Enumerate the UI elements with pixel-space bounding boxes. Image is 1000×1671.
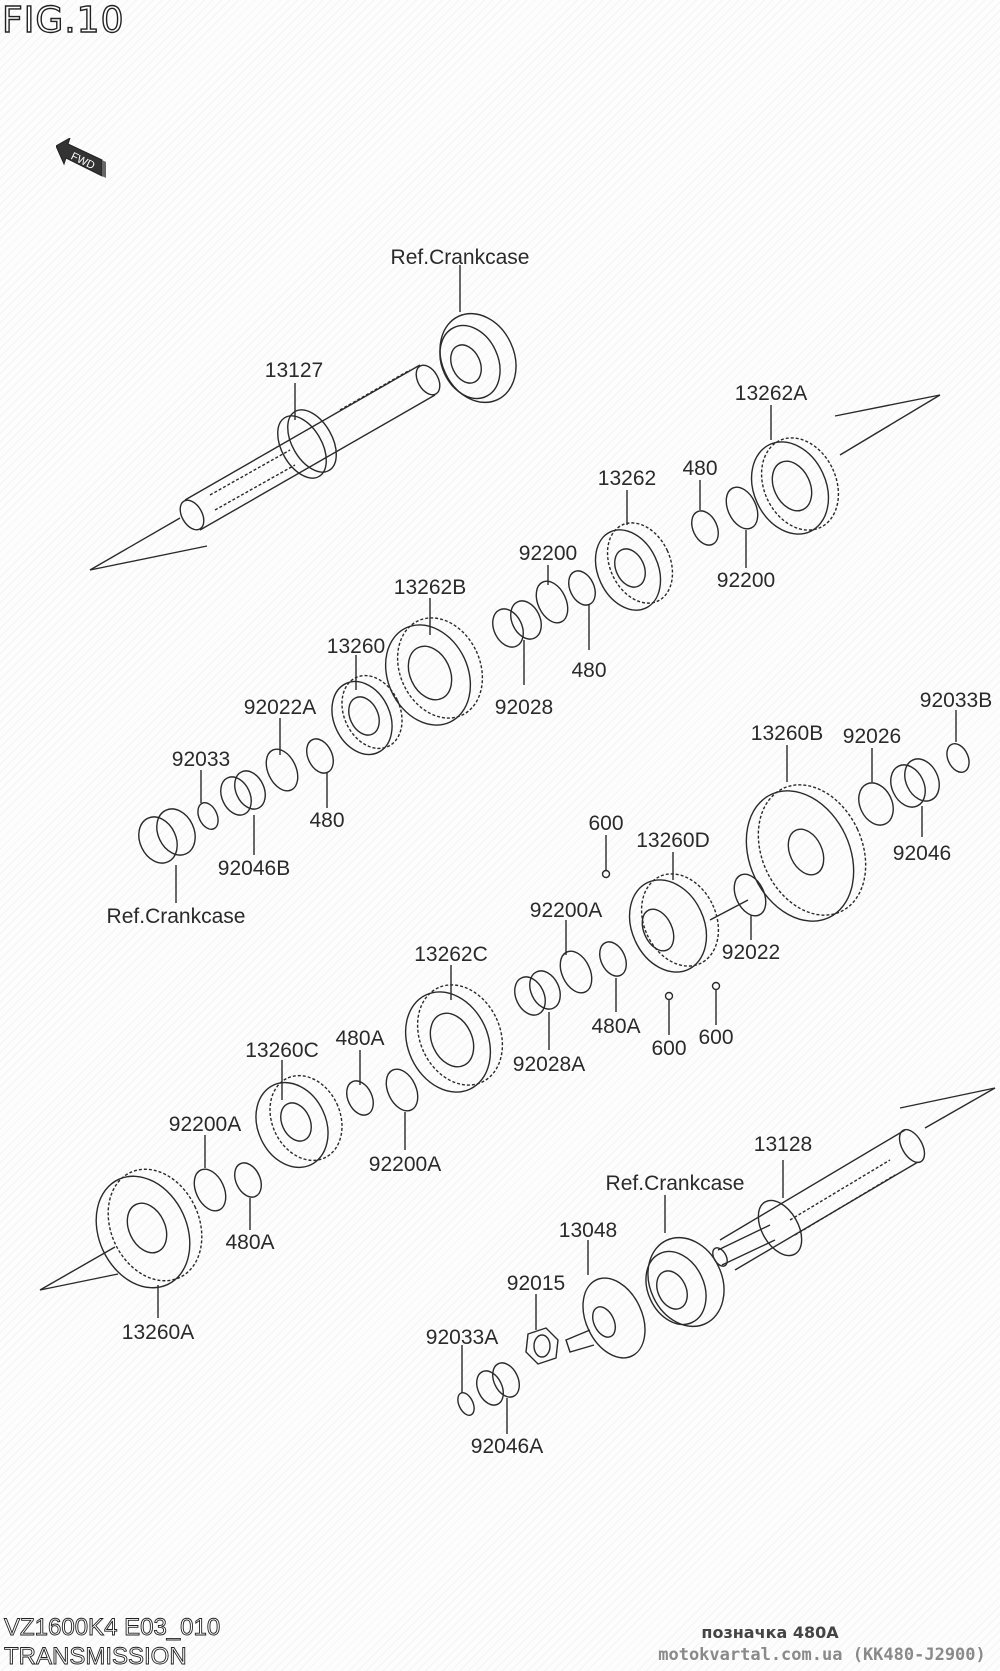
gear-13262A[interactable] [737, 425, 853, 546]
ball-600-top[interactable] [601, 869, 611, 879]
part-label-ref-crankcase-mid[interactable]: Ref.Crankcase [106, 905, 246, 928]
circlip-92033[interactable] [194, 800, 222, 833]
washer-92200-upper[interactable] [720, 482, 764, 534]
part-label-ref-crankcase-top[interactable]: Ref.Crankcase [390, 246, 530, 269]
part-label-92046A[interactable]: 92046A [470, 1435, 544, 1458]
circlip-92033A[interactable] [455, 1390, 478, 1418]
part-label-92200A-b[interactable]: 92200A [368, 1153, 442, 1176]
nut-92015[interactable] [525, 1327, 559, 1365]
needle-bearing-92046[interactable] [884, 753, 946, 812]
part-label-92200-right[interactable]: 92200 [716, 569, 776, 592]
model-code: VZ1600K4 E03_010 [4, 1614, 221, 1642]
circlip-480A-mid[interactable] [342, 1077, 379, 1120]
part-label-13127[interactable]: 13127 [264, 359, 324, 382]
part-label-13260B[interactable]: 13260B [750, 722, 824, 745]
needle-bearing-92028A[interactable] [509, 966, 566, 1020]
circlip-480A-upper[interactable] [595, 938, 632, 981]
part-label-92022[interactable]: 92022 [721, 941, 781, 964]
part-label-92028[interactable]: 92028 [494, 696, 554, 719]
part-label-92046[interactable]: 92046 [892, 842, 952, 865]
bearing-ref-crankcase-bottom[interactable] [634, 1225, 738, 1339]
gear-13260A[interactable] [79, 1154, 220, 1303]
part-label-92026[interactable]: 92026 [842, 725, 902, 748]
part-label-480-a[interactable]: 480 [682, 457, 718, 480]
part-label-480A-b[interactable]: 480A [335, 1027, 385, 1050]
washer-92200A-lower[interactable] [188, 1164, 232, 1216]
washer-92022[interactable] [728, 869, 772, 921]
ball-600-right[interactable] [711, 981, 721, 991]
part-label-600-c[interactable]: 600 [698, 1026, 734, 1049]
part-label-92200A-a[interactable]: 92200A [529, 899, 603, 922]
part-label-13260D[interactable]: 13260D [636, 829, 710, 852]
gear-13260C[interactable] [243, 1064, 356, 1179]
gear-13262[interactable] [583, 512, 685, 620]
part-label-480A-c[interactable]: 480A [225, 1231, 275, 1254]
part-label-ref-crankcase-bottom[interactable]: Ref.Crankcase [605, 1172, 745, 1195]
gear-13260D[interactable] [615, 861, 733, 984]
part-label-92033B[interactable]: 92033B [919, 689, 993, 712]
washer-92200A-upper[interactable] [554, 946, 598, 998]
circlip-480-upper[interactable] [687, 507, 724, 550]
output-shaft-13128[interactable] [710, 1125, 930, 1271]
watermark-site: motokvartal.com.ua (KK480-J2900) [658, 1645, 986, 1665]
part-label-92033A[interactable]: 92033A [425, 1326, 499, 1349]
part-label-480A-a[interactable]: 480A [591, 1015, 641, 1038]
part-label-92022A[interactable]: 92022A [243, 696, 317, 719]
part-label-13262C[interactable]: 13262C [414, 943, 488, 966]
part-label-92200-left[interactable]: 92200 [518, 542, 578, 565]
gear-13260[interactable] [321, 666, 414, 765]
part-label-13262B[interactable]: 13262B [393, 576, 467, 599]
ball-600-mid[interactable] [664, 991, 674, 1001]
circlip-92033B[interactable] [943, 740, 974, 776]
part-label-480-c[interactable]: 480 [309, 809, 345, 832]
section-title: TRANSMISSION [4, 1643, 188, 1671]
needle-bearing-92046B[interactable] [215, 766, 271, 820]
circlip-480-mid[interactable] [564, 567, 601, 610]
figure-title: FIG.10 [1, 0, 125, 42]
part-label-92015[interactable]: 92015 [506, 1272, 566, 1295]
bearing-ref-crankcase-top[interactable] [426, 301, 530, 415]
input-shaft-13127[interactable] [175, 361, 444, 534]
part-label-13262[interactable]: 13262 [597, 467, 657, 490]
circlip-480A-lower[interactable] [230, 1159, 267, 1202]
gear-13262C[interactable] [390, 971, 518, 1106]
gear-13262B[interactable] [370, 604, 498, 739]
part-label-13262A[interactable]: 13262A [734, 382, 808, 405]
washer-92026[interactable] [852, 777, 900, 830]
needle-bearing-92046A[interactable] [472, 1359, 525, 1410]
part-label-92033[interactable]: 92033 [171, 748, 231, 771]
bearing-cup-ref-crankcase-mid[interactable] [132, 803, 203, 870]
gear-13260B[interactable] [726, 767, 886, 939]
part-label-92200A-c[interactable]: 92200A [168, 1113, 242, 1136]
washer-92200A-mid[interactable] [380, 1064, 424, 1116]
needle-bearing-92028[interactable] [487, 596, 547, 652]
cam-13048[interactable] [565, 1268, 657, 1368]
washer-92200-mid[interactable] [530, 576, 574, 628]
part-label-13260[interactable]: 13260 [326, 635, 386, 658]
washer-92022A[interactable] [260, 744, 304, 796]
part-label-92046B[interactable]: 92046B [217, 857, 291, 880]
part-label-480-b[interactable]: 480 [571, 659, 607, 682]
part-label-600-a[interactable]: 600 [588, 812, 624, 835]
part-label-92028A[interactable]: 92028A [512, 1053, 586, 1076]
part-label-13260A[interactable]: 13260A [121, 1321, 195, 1344]
part-label-13048[interactable]: 13048 [558, 1219, 618, 1242]
part-label-600-b[interactable]: 600 [651, 1037, 687, 1060]
circlip-480-lower[interactable] [302, 735, 339, 778]
watermark-note: позначка 480A [701, 1623, 839, 1642]
part-label-13128[interactable]: 13128 [753, 1133, 813, 1156]
fwd-arrow-icon: FWD [56, 138, 106, 178]
part-label-13260C[interactable]: 13260C [245, 1039, 319, 1062]
